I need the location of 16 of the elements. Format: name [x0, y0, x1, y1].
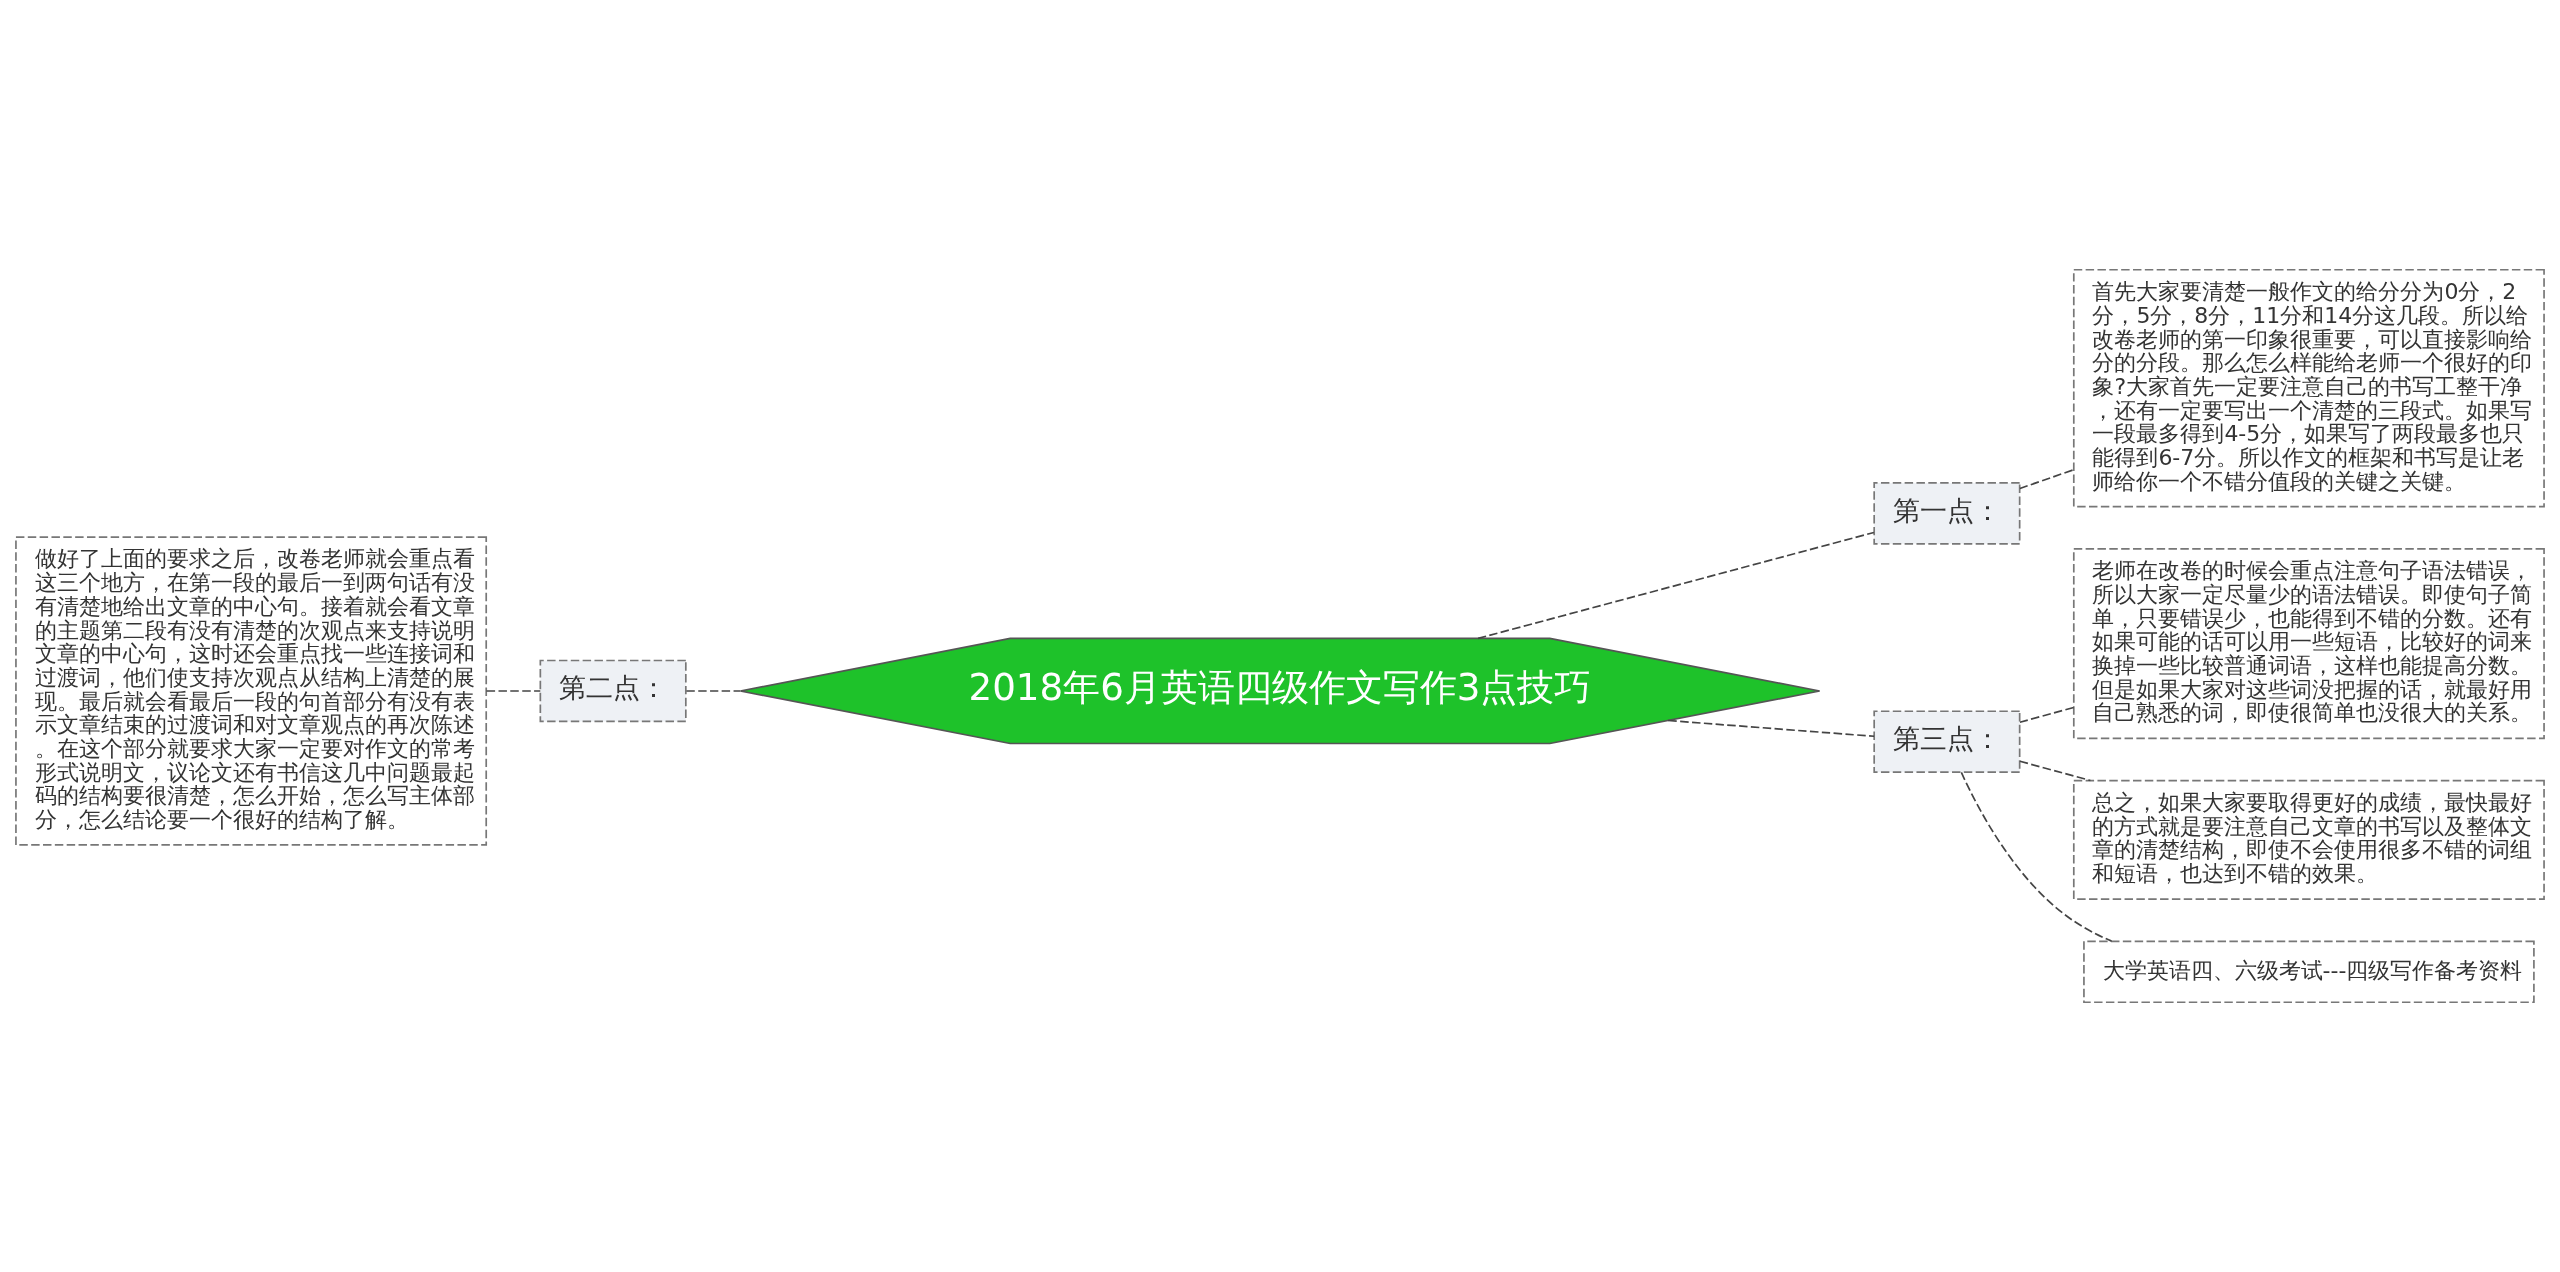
connector	[2019, 760, 2092, 782]
connector	[2019, 468, 2075, 490]
connector	[1477, 531, 1875, 640]
node-box: 第三点：	[1873, 710, 2021, 773]
connector	[1960, 771, 2113, 942]
connector	[2019, 706, 2075, 724]
node-box: 大学英语四、六级考试---四级写作备考资料	[2083, 940, 2535, 1004]
connector	[1667, 719, 1875, 738]
node-box: 第一点：	[1873, 482, 2021, 545]
node-box: 老师在改卷的时候会重点注意句子语法错误，所以大家一定尽量少的语法错误。即使句子简单，只要错误少，也能得到不错的分数。还有如果可能的话可以用一些短语，比较好的词来换掉一些比较普通词语，这样也能提高分数。但是如果大家对这些词没把握的话，就最好用自己熟悉的词，即使很简单也没很大的关系。	[2072, 548, 2545, 740]
connector	[685, 690, 741, 692]
connector	[485, 690, 542, 692]
node-box: 做好了上面的要求之后，改卷老师就会重点看这三个地方，在第一段的最后一到两句话有没有清楚地给出文章的中心句。接着就会看文章的主题第二段有没有清楚的次观点来支持说明文章的中心句，这时还会重点找一些连接词和过渡词，他们使支持次观点从结构上清楚的展现。最后就会看最后一段的句首部分有没有表示文章结束的过渡词和对文章观点的再次陈述。在这个部分就要求大家一定要对作文的常考形式说明文，议论文还有书信这几中问题最起码的结构要很清楚，怎么开始，怎么写主体部分，怎么结论要一个很好的结构了解。	[15, 536, 488, 846]
node-box: 第二点：	[539, 659, 687, 723]
node-box: 首先大家要清楚一般作文的给分分为0分，2分，5分，8分，11分和14分这几段。所以给改卷老师的第一印象很重要，可以直接影响给分的分段。那么怎么样能给老师一个很好的印象?大家首先一定要注意自己的书写工整干净，还有一定要写出一个清楚的三段式。如果写一段最多得到4-5分，如果写了两段最多也只能得到6-7分。所以作文的框架和书写是让老师给你一个不错分值段的关键之关键。	[2072, 268, 2545, 508]
node-box: 总之，如果大家要取得更好的成绩，最快最好的方式就是要注意自己文章的书写以及整体文章的清楚结构，即使不会使用很多不错的词组和短语，也达到不错的效果。	[2072, 779, 2545, 900]
